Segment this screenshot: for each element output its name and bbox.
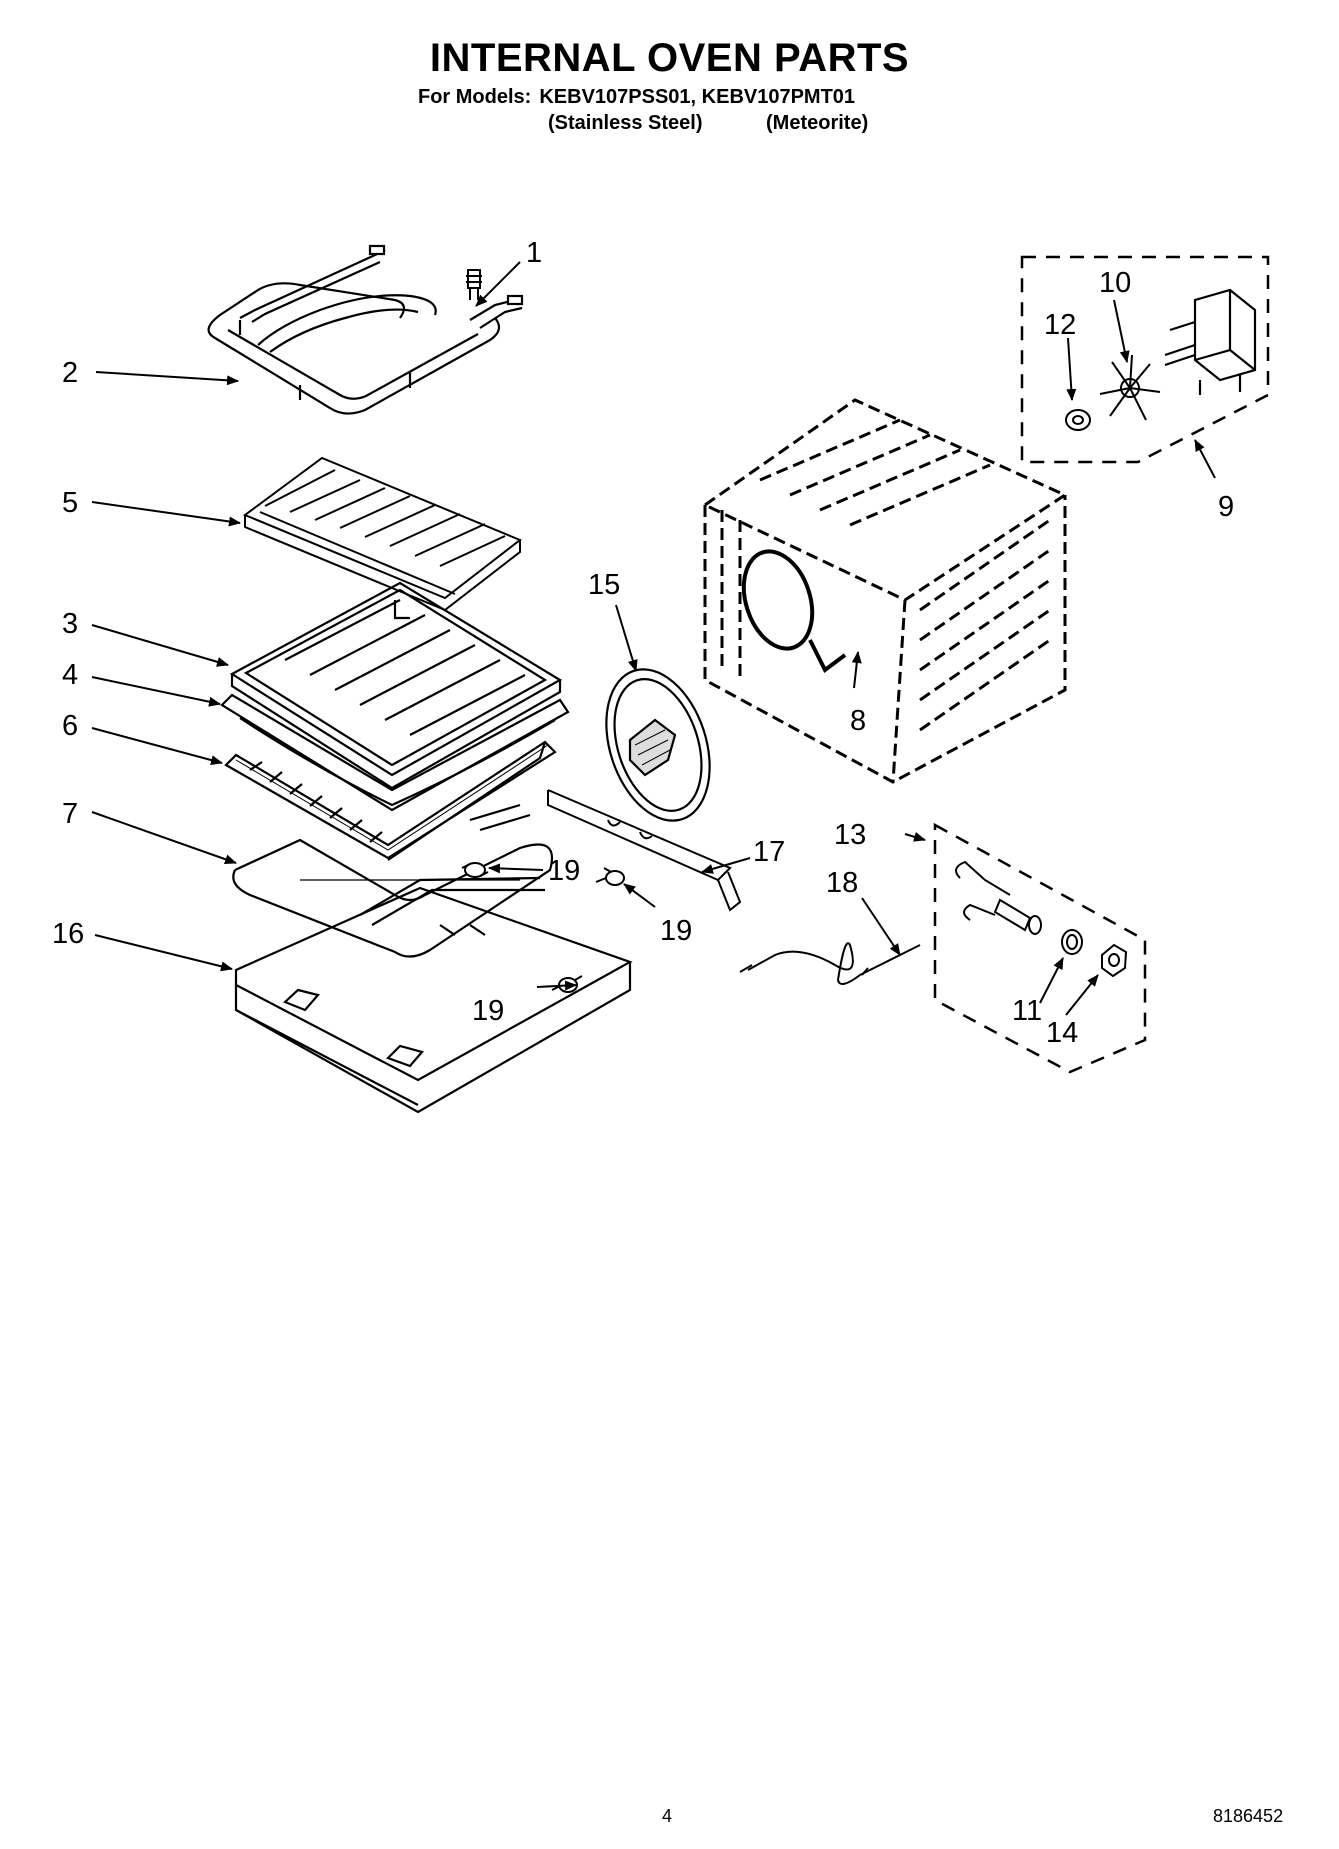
- broiler-grid: [242, 456, 522, 612]
- model-numbers: For Models: KEBV107PSS01, KEBV107PMT01: [418, 86, 855, 109]
- bake-element: [232, 803, 554, 958]
- callout-arrows: [91, 261, 1216, 1016]
- bracket-part-17: [547, 789, 742, 912]
- finish-meteorite: (Meteorite): [766, 112, 869, 134]
- page-number: 4: [662, 1806, 673, 1826]
- callout-13: 13: [834, 819, 866, 851]
- broil-element: [207, 244, 524, 415]
- callout-16: 16: [52, 918, 84, 950]
- fan-motor: [1164, 288, 1257, 395]
- broiler-pan: [220, 693, 570, 812]
- oven-cavity: [702, 398, 1069, 784]
- models-prefix: For Models:: [418, 86, 532, 108]
- meat-probe: [739, 942, 921, 985]
- oven-rack: [224, 740, 557, 861]
- fan-cover: [605, 668, 711, 822]
- callout-19-c: 19: [472, 995, 504, 1027]
- sensor-part-13: [955, 860, 1042, 935]
- fan-motor-kit-box: [1020, 255, 1270, 464]
- bottom-cover: [234, 886, 633, 1114]
- page-title: INTERNAL OVEN PARTS: [429, 36, 910, 80]
- callout-7: 7: [62, 798, 78, 830]
- washer-part-11: [1061, 929, 1083, 955]
- broiler-pan-tray: [229, 581, 563, 790]
- fan-blade: [1099, 354, 1161, 421]
- callout-6: 6: [62, 710, 78, 742]
- callout-8: 8: [850, 705, 866, 737]
- callout-1: 1: [526, 237, 542, 269]
- callout-labels: 1 2 5 3 4 6 7 16 12 10 9 15 8 17 13 18 1…: [52, 237, 1234, 1049]
- callout-4: 4: [62, 659, 78, 691]
- callout-2: 2: [62, 357, 78, 389]
- document-number: 8186452: [1213, 1806, 1284, 1826]
- callout-12: 12: [1044, 309, 1076, 341]
- nut-part-12: [1065, 409, 1091, 431]
- callout-3: 3: [62, 608, 78, 640]
- models-list: KEBV107PSS01, KEBV107PMT01: [539, 86, 856, 108]
- callout-14: 14: [1046, 1017, 1078, 1049]
- convection-element: [741, 549, 847, 674]
- nut-part-14: [1101, 943, 1128, 978]
- screws-part-19: [461, 862, 625, 993]
- callout-9: 9: [1218, 491, 1234, 523]
- callout-19-b: 19: [660, 915, 692, 947]
- callout-19-a: 19: [548, 855, 580, 887]
- callout-5: 5: [62, 487, 78, 519]
- finish-stainless-steel: (Stainless Steel): [548, 112, 703, 134]
- screw-part-1: [466, 269, 482, 300]
- callout-17: 17: [753, 836, 785, 868]
- callout-11: 11: [1012, 995, 1042, 1027]
- callout-18: 18: [826, 867, 858, 899]
- sensor-kit-box: [933, 822, 1147, 1074]
- callout-10: 10: [1099, 267, 1131, 299]
- callout-15: 15: [588, 569, 620, 601]
